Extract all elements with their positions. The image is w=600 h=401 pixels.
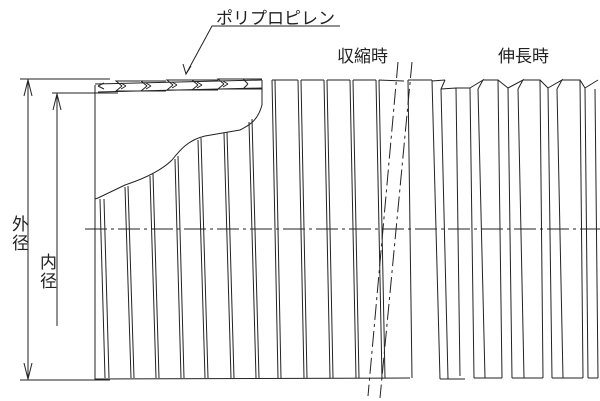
cutaway-break-line xyxy=(94,80,263,200)
material-leader xyxy=(185,25,340,75)
compressed-label: 収縮時 xyxy=(337,47,388,67)
od-arrow-top xyxy=(23,79,33,97)
material-leader-arrow xyxy=(182,63,192,76)
od-arrow-bottom xyxy=(23,362,33,380)
outer-diameter-label: 外径 xyxy=(8,215,28,253)
hose-bottom-edge xyxy=(94,377,411,380)
material-label: ポリプロピレン xyxy=(216,9,335,29)
extended-top-edge xyxy=(456,79,586,89)
wall-section xyxy=(94,78,263,93)
compressed-ribs xyxy=(271,79,432,379)
extended-label: 伸長時 xyxy=(498,47,549,67)
id-arrow-top xyxy=(52,93,62,111)
break-line-left xyxy=(367,61,399,397)
inner-diameter-label: 内径 xyxy=(36,253,56,291)
inner-ribs xyxy=(99,118,260,379)
break-line-right xyxy=(379,61,413,399)
